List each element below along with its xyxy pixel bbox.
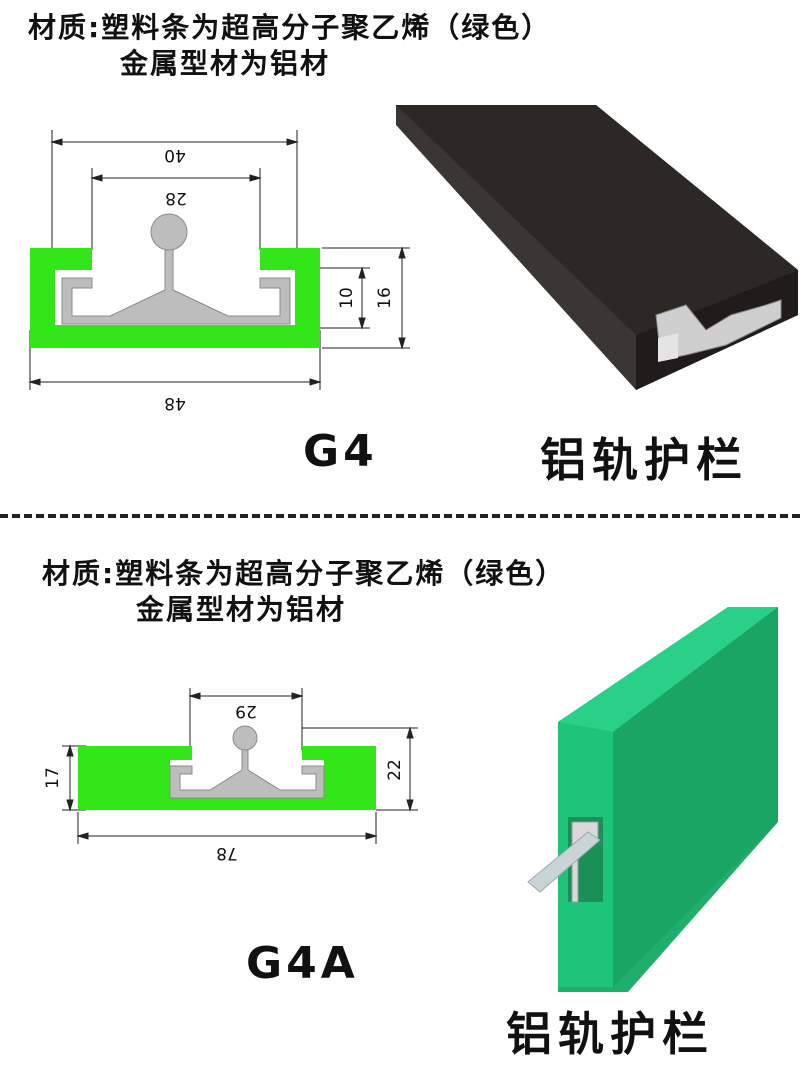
product-caption: 铝轨护栏 [540,433,748,487]
dim-total-height: 22 [385,759,405,781]
product-section-g4: 材质:塑料条为超高分子聚乙烯（绿色） 金属型材为铝材 [0,0,800,510]
material-text-line2: 金属型材为铝材 [136,593,347,626]
plastic-profile [78,746,376,810]
rail-bulb [232,725,258,751]
material-text-line2: 金属型材为铝材 [120,47,331,80]
aluminum-rail [61,249,291,325]
material-text-line1: 材质:塑料条为超高分子聚乙烯（绿色） [42,557,566,590]
material-text-line1: 材质:塑料条为超高分子聚乙烯（绿色） [28,11,552,44]
dim-slot-width: 29 [235,701,257,721]
g4-product-image [396,105,798,390]
dim-top-width: 40 [164,145,186,165]
dim-total-height: 16 [375,287,395,309]
dim-inner-height: 10 [337,287,357,309]
plastic-profile [30,248,320,348]
dim-total-width: 78 [216,843,238,863]
dim-total-width: 48 [164,393,186,413]
product-caption: 铝轨护栏 [506,1007,714,1061]
product-section-g4a: 材质:塑料条为超高分子聚乙烯（绿色） 金属型材为铝材 29 78 17 22 [0,530,800,1072]
model-label: G4 [303,426,378,477]
g4a-product-image [527,607,778,992]
dim-slot-width: 28 [165,188,187,208]
aluminum-rail [169,741,325,799]
model-label: G4A [246,938,359,989]
dim-side-height: 17 [43,767,63,789]
g4a-cross-section-drawing: 29 78 17 22 [43,688,418,863]
rail-bulb [150,213,188,251]
g4-cross-section-drawing: 40 28 48 10 16 [28,130,410,413]
section-divider [0,514,800,518]
